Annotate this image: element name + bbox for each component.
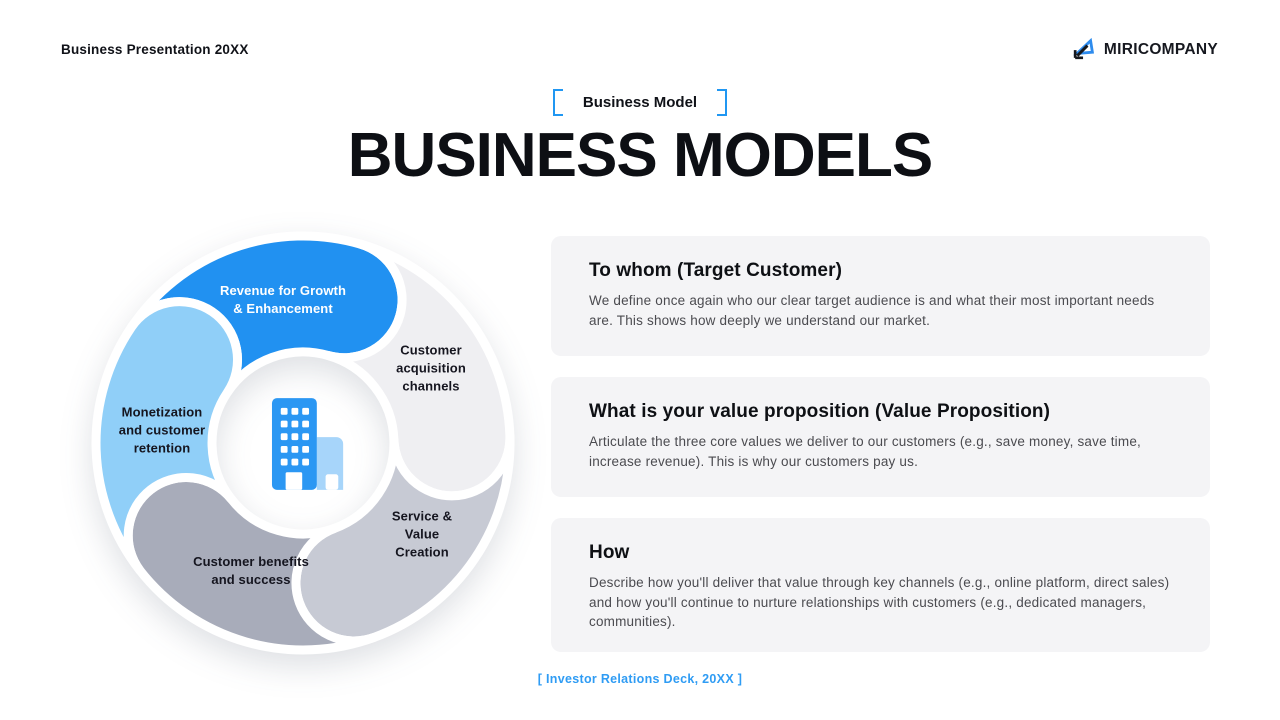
card-value-proposition: What is your value proposition (Value Pr…: [551, 377, 1210, 497]
card-body: We define once again who our clear targe…: [589, 293, 1155, 328]
diagram-segment-label: Revenue for Growth & Enhancement: [219, 282, 347, 316]
footer-caption: [ Investor Relations Deck, 20XX ]: [537, 672, 743, 686]
card-body: Articulate the three core values we deli…: [589, 434, 1141, 469]
right-bracket-icon: [717, 89, 728, 116]
section-tag: Business Model: [582, 94, 698, 111]
card-target-customer: To whom (Target Customer) We define once…: [551, 236, 1210, 356]
card-body: Describe how you'll deliver that value t…: [589, 575, 1170, 630]
diagram-segment: [91, 297, 242, 575]
swirl-diagram: [91, 231, 515, 655]
building-icon: [271, 397, 349, 491]
info-cards: To whom (Target Customer) We define once…: [551, 236, 1210, 652]
diagram-segment-label: Customer acquisition channels: [396, 342, 466, 395]
left-bracket-icon: [552, 89, 563, 116]
brand-name: MIRICOMPANY: [1103, 40, 1218, 58]
brand-logo: MIRICOMPANY: [1070, 36, 1218, 63]
megaphone-logo-icon: [1072, 37, 1094, 60]
card-title: To whom (Target Customer): [589, 260, 843, 281]
diagram-segment-label: Service & Value Creation: [391, 508, 453, 561]
card-how: How Describe how you'll deliver that val…: [551, 518, 1210, 652]
page-title: BUSINESS MODELS: [347, 121, 933, 190]
diagram-segment-label: Customer benefits and success: [193, 553, 309, 587]
card-title: How: [589, 542, 630, 563]
presentation-title: Business Presentation 20XX: [61, 42, 249, 57]
section-tag-row: Business Model: [0, 89, 1280, 116]
diagram-segment-label: Monetization and customer retention: [118, 404, 206, 457]
card-title: What is your value proposition (Value Pr…: [589, 401, 1051, 422]
